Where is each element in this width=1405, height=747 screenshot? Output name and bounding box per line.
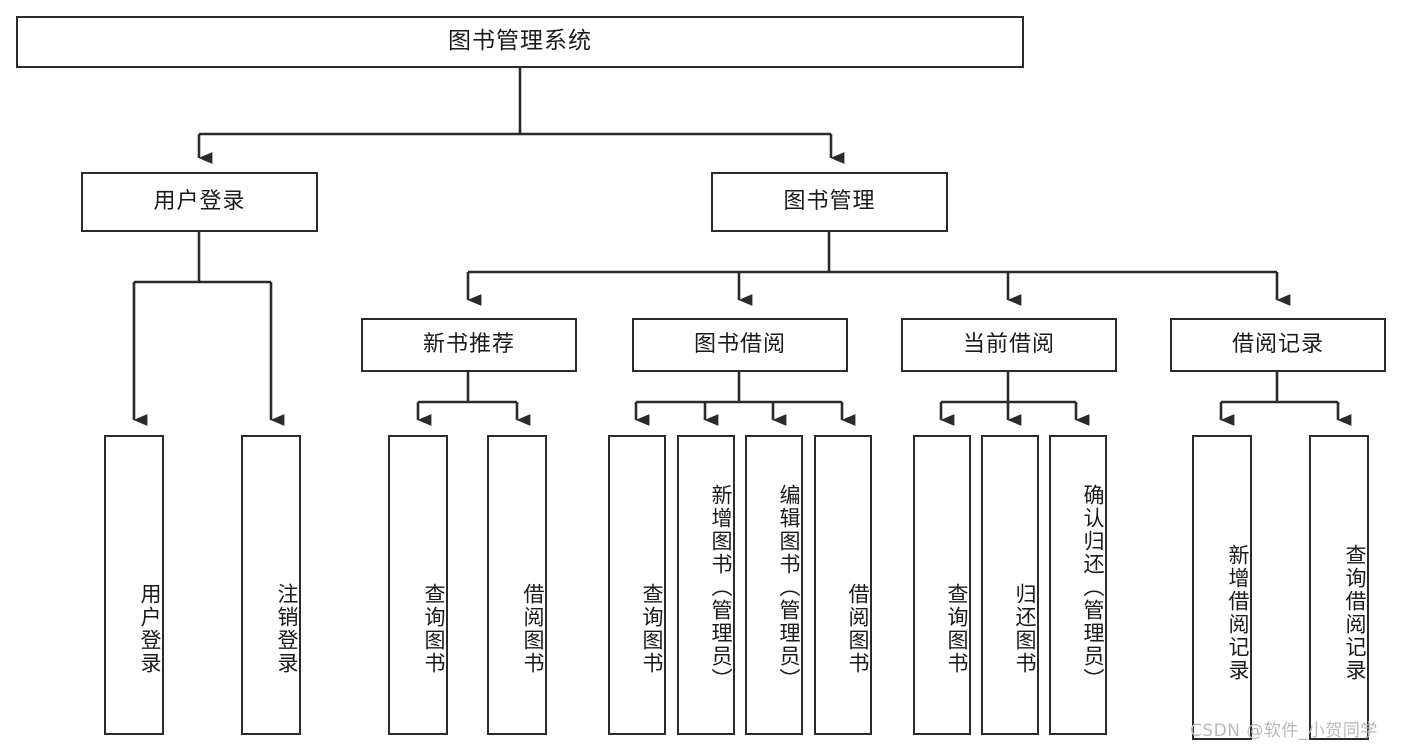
leaf-new-book-query[interactable]: 查询图书 xyxy=(388,435,448,735)
leaf-new-book-borrow[interactable]: 借阅图书 xyxy=(487,435,547,735)
node-user-login[interactable]: 用户登录 xyxy=(81,172,318,232)
leaf-borrow-borrow-book[interactable]: 借阅图书 xyxy=(814,435,872,735)
leaf-borrow-query-book[interactable]: 查询图书 xyxy=(608,435,666,735)
leaf-record-query-record[interactable]: 查询借阅记录 xyxy=(1309,435,1369,740)
node-new-book-recommend[interactable]: 新书推荐 xyxy=(361,318,577,372)
node-current-borrow[interactable]: 当前借阅 xyxy=(901,318,1117,372)
leaf-current-query-book[interactable]: 查询图书 xyxy=(913,435,971,735)
leaf-current-return-book[interactable]: 归还图书 xyxy=(981,435,1039,735)
node-book-management[interactable]: 图书管理 xyxy=(711,172,948,232)
leaf-borrow-add-book-admin[interactable]: 新增图书（管理员） xyxy=(677,435,735,735)
node-root-system[interactable]: 图书管理系统 xyxy=(16,16,1024,68)
leaf-user-login-signin[interactable]: 用户登录 xyxy=(104,435,164,735)
leaf-current-confirm-return-admin[interactable]: 确认归还（管理员） xyxy=(1049,435,1107,735)
node-book-borrow[interactable]: 图书借阅 xyxy=(632,318,848,372)
leaf-record-add-record[interactable]: 新增借阅记录 xyxy=(1192,435,1252,740)
leaf-borrow-edit-book-admin[interactable]: 编辑图书（管理员） xyxy=(745,435,803,735)
node-borrow-record[interactable]: 借阅记录 xyxy=(1170,318,1386,372)
leaf-user-login-signout[interactable]: 注销登录 xyxy=(241,435,301,735)
csdn-watermark: CSDN @软件_小贺同学 xyxy=(1190,721,1378,741)
